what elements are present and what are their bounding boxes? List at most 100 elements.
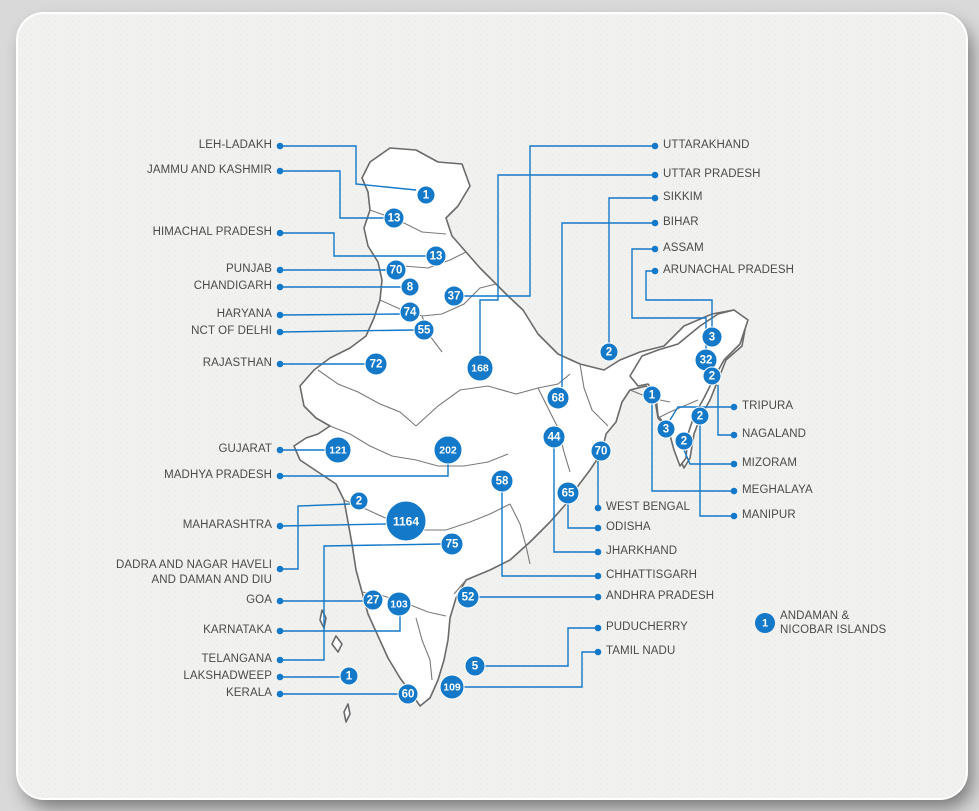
label-dot-kerala [276,690,284,698]
label-dot-gujarat [276,446,284,454]
state-label-gujarat: GUJARAT [218,443,272,455]
leader-line-tamil-nadu [464,651,598,688]
label-dot-goa [276,597,284,605]
state-label-lakshadweep: LAKSHADWEEP [183,670,272,682]
badge-circle-dadra-and-nagar-haveli [349,491,369,511]
state-label-bihar: BIHAR [663,216,699,228]
badge-nct-of-delhi: 55 [413,319,435,341]
badge-circle-puducherry [464,655,486,677]
badge-rajasthan: 72 [364,352,388,376]
badge-value-nagaland: 2 [709,371,715,383]
leader-line-nagaland [717,385,734,436]
badge-bihar: 68 [546,386,570,410]
state-label-west-bengal: WEST BENGAL [606,501,690,513]
badge-circle-meghalaya [642,385,662,405]
label-dot-madhya-pradesh [276,472,284,480]
badge-jharkhand: 44 [542,425,566,449]
badge-jammu-and-kashmir: 13 [383,207,405,229]
leader-line-bihar [561,222,655,387]
leader-line-karnataka [280,616,401,632]
state-label-arunachal-pradesh: ARUNACHAL PRADESH [663,264,794,276]
badge-value-leh-ladakh: 1 [423,190,430,202]
state-label-uttarakhand: UTTARAKHAND [663,139,750,151]
badge-manipur: 2 [690,406,710,426]
label-dot-odisha [594,524,602,532]
label-dot-karnataka [276,627,284,635]
badge-value-puducherry: 5 [472,661,479,673]
badge-value-assam: 32 [700,355,713,367]
label-dot-punjab [276,266,284,274]
state-label-chandigarh: CHANDIGARH [193,280,272,292]
label-dot-west-bengal [594,504,602,512]
badge-circle-goa [362,589,384,611]
leader-line-telangana [280,543,442,661]
badge-circle-nagaland [702,366,722,386]
state-label-puducherry: PUDUCHERRY [606,621,688,633]
badge-value-telangana: 75 [446,539,459,551]
state-label-uttar-pradesh: UTTAR PRADESH [663,168,761,180]
badge-goa: 27 [362,589,384,611]
label-dot-bihar [651,219,659,227]
badge-telangana: 75 [440,532,464,556]
badge-value-bihar: 68 [552,393,565,405]
leader-line-arunachal-pradesh [645,270,713,327]
state-label-dadra-and-nagar-haveli: DADRA AND NAGAR HAVELI [115,559,272,571]
badge-circle-sikkim [599,342,619,362]
state-label-odisha: ODISHA [606,521,651,533]
badge-circle-mizoram [674,431,694,451]
badge-value-lakshadweep: 1 [346,671,353,683]
badge-circle-nct-of-delhi [413,319,435,341]
leader-line-haryana [279,313,401,316]
state-label-leh-ladakh: LEH-LADAKH [198,139,272,151]
label-dot-nagaland [730,431,738,439]
badge-circle-odisha [556,481,580,505]
badge-circle-leh-ladakh [416,185,436,205]
badge-value-arunachal-pradesh: 3 [709,332,715,344]
badge-odisha: 65 [556,481,580,505]
badge-lakshadweep: 1 [339,666,359,686]
badge-circle-himachal-pradesh [425,245,447,267]
state-label-nagaland: NAGALAND [742,428,807,440]
leader-line-uttar-pradesh [479,174,655,355]
badge-value-himachal-pradesh: 13 [430,251,443,263]
leader-line-jammu-and-kashmir [280,170,384,219]
badge-west-bengal: 70 [590,440,612,462]
badge-arunachal-pradesh: 3 [701,326,723,348]
badge-value-sikkim: 2 [606,347,612,359]
badge-sikkim: 2 [599,342,619,362]
badge-value-haryana: 74 [404,307,417,319]
badge-circle-karnataka [386,591,412,617]
state-label-madhya-pradesh: MADHYA PRADESH [164,469,272,481]
label-dot-himachal-pradesh [276,229,284,237]
badge-andhra-pradesh: 52 [456,585,480,609]
state-label-telangana: TELANGANA [201,653,272,665]
badge-circle-kerala [397,683,419,705]
badge-circle-lakshadweep [339,666,359,686]
badge-value-uttar-pradesh: 168 [471,363,489,375]
badge-circle-uttarakhand [443,285,465,307]
badge-chhattisgarh: 58 [490,469,514,493]
leader-line-assam [631,248,707,349]
label-dot-lakshadweep [276,673,284,681]
label-dot-tamil-nadu [594,648,602,656]
badge-circle-uttar-pradesh [466,354,494,382]
state-label-tamil-nadu: TAMIL NADU [606,645,676,657]
badge-value-madhya-pradesh: 202 [439,445,457,457]
badge-haryana: 74 [399,301,421,323]
badge-tamil-nadu: 109 [439,674,465,700]
badge-gujarat: 121 [324,436,352,464]
label-dot-sikkim [651,194,659,202]
legend-badge: 1 [755,613,775,633]
badge-tripura: 3 [656,419,676,439]
badge-circle-telangana [440,532,464,556]
badge-value-tamil-nadu: 109 [443,682,461,694]
state-label-nct-of-delhi: NCT OF DELHI [191,325,272,337]
label-dot-jharkhand [594,548,602,556]
badge-circle-punjab [385,259,407,281]
leader-line-meghalaya [651,404,734,492]
badge-circle-tripura [656,419,676,439]
badge-value-maharashtra: 1164 [393,515,419,529]
leader-line-himachal-pradesh [280,232,426,257]
state-label-chhattisgarh: CHHATTISGARH [606,569,698,581]
